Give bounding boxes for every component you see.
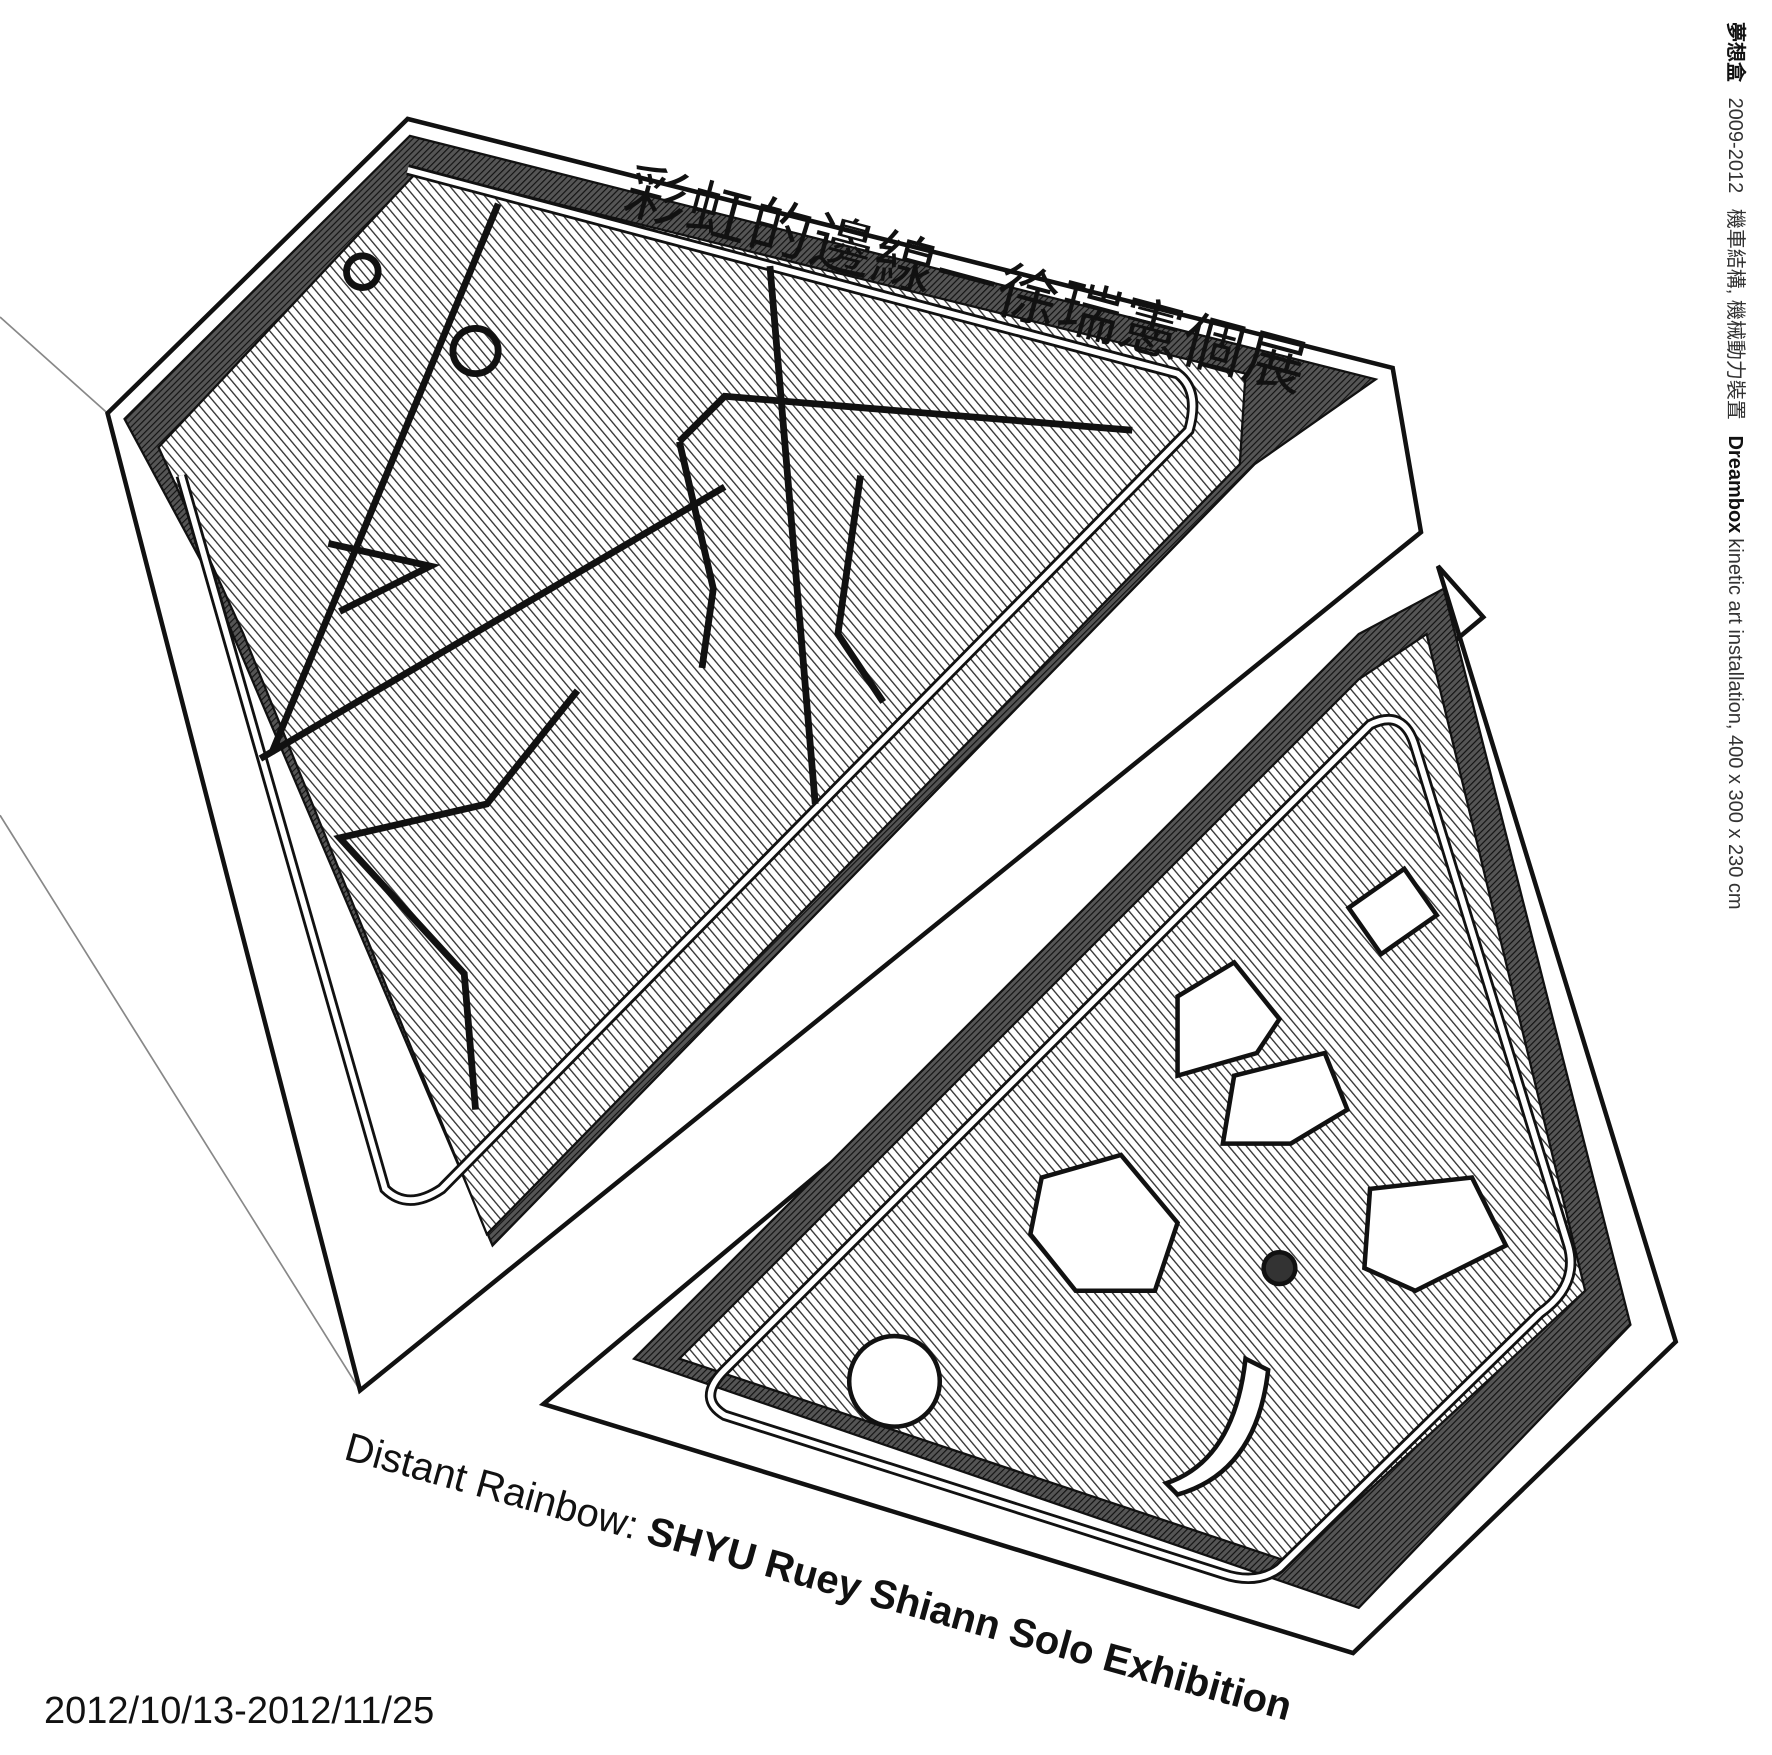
exhibition-dates: 2012/10/13-2012/11/25 [44, 1690, 435, 1732]
work-title-zh: 夢想盒 [1724, 22, 1746, 82]
side-caption: 夢想盒 2009-2012 機車結構, 機械動力裝置 Dreambox kinet… [1723, 22, 1752, 920]
upper-tray [105, 116, 1424, 1395]
lower-tray [538, 564, 1679, 1656]
work-materials-zh: 機車結構, 機械動力裝置 [1724, 208, 1746, 420]
work-description-en: kinetic art installation, 400 x 300 x 23… [1724, 538, 1746, 910]
work-title-en: Dreambox [1724, 435, 1746, 534]
work-years: 2009-2012 [1724, 97, 1746, 194]
perspective-line [0, 814, 361, 1391]
perspective-line [0, 316, 109, 414]
